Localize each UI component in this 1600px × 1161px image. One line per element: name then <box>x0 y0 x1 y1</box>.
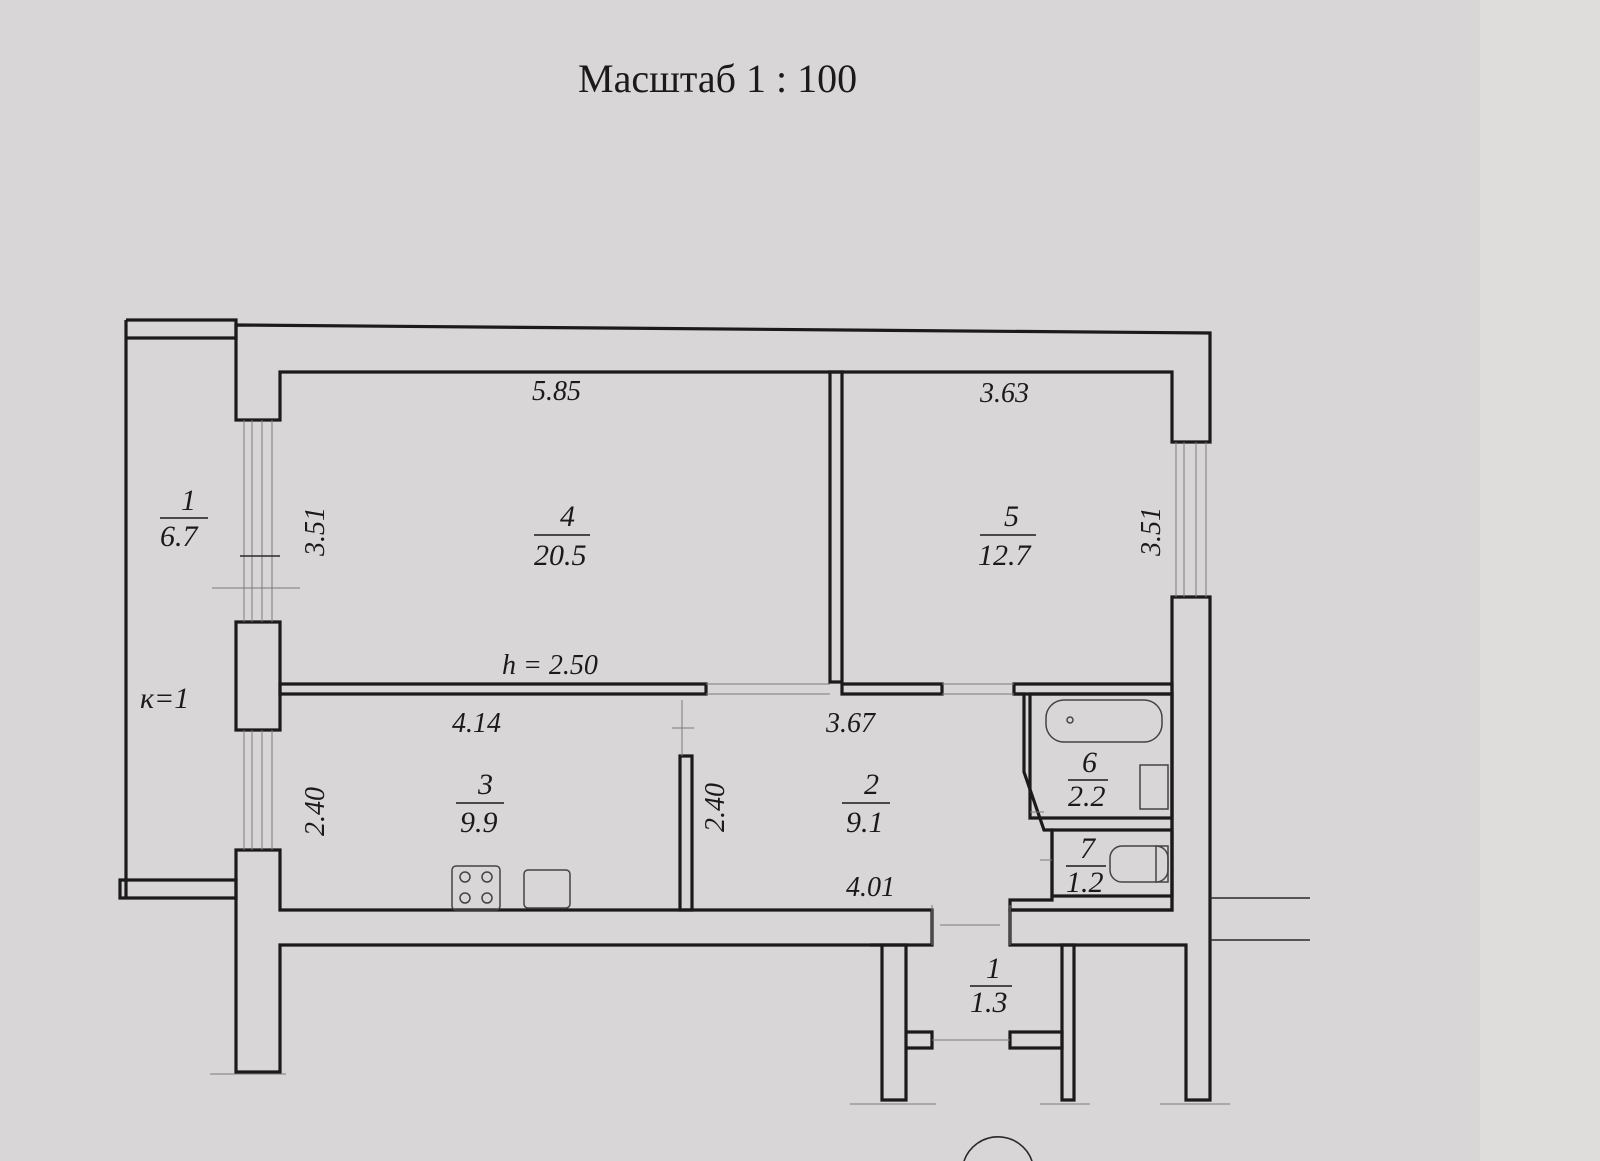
room-number: 6 <box>1082 746 1097 779</box>
dim-corridor-width: 4.01 <box>846 872 895 903</box>
room-label-7: 7 1.2 <box>1066 832 1106 899</box>
room-number: 3 <box>477 768 493 801</box>
stove-burner-icon <box>481 871 493 883</box>
room-area: 9.9 <box>460 806 498 839</box>
kitchen-door-mark <box>672 700 694 756</box>
window-room-5 <box>1175 442 1207 597</box>
room-label-2: 2 9.1 <box>842 768 890 839</box>
dim-hall-depth: 2.40 <box>700 783 731 832</box>
room-area: 2.2 <box>1068 780 1106 813</box>
balcony-coefficient: к=1 <box>140 682 189 715</box>
paper-edge <box>1480 0 1600 1161</box>
room-label-6: 6 2.2 <box>1068 746 1108 813</box>
stove <box>451 865 501 911</box>
circle-mark <box>963 1136 1033 1161</box>
window-room-3 <box>243 730 273 850</box>
scale-title: Масштаб 1 : 100 <box>578 56 857 101</box>
ceiling-height: h = 2.50 <box>502 650 598 681</box>
left-wall-pier <box>234 620 282 732</box>
toilet-tank <box>1155 845 1169 883</box>
dim-room4-depth: 3.51 <box>300 507 331 557</box>
top-wall <box>234 323 1212 444</box>
bath-door-marks <box>1030 811 1052 861</box>
bath-room-6 <box>1028 692 1174 820</box>
partition-3-2 <box>678 754 694 912</box>
stove-burner-icon <box>459 892 471 904</box>
room-area: 6.7 <box>160 520 200 553</box>
room-area: 1.3 <box>970 986 1008 1019</box>
room-number: 1 <box>181 484 196 517</box>
fixtures <box>451 699 1169 911</box>
entry-door-opening <box>931 905 1011 945</box>
room-label-3: 3 9.9 <box>456 768 504 839</box>
openings <box>210 420 1230 1105</box>
bathtub-drain <box>1066 716 1074 724</box>
room-label-vestibule: 1 1.3 <box>970 952 1012 1019</box>
room-number: 4 <box>560 500 575 533</box>
stove-burner-icon <box>481 892 493 904</box>
dim-kitchen-depth: 2.40 <box>300 787 331 836</box>
stove-burner-icon <box>459 871 471 883</box>
room-area: 12.7 <box>978 539 1033 572</box>
right-external-wall <box>1210 897 1310 941</box>
room-area: 20.5 <box>534 539 587 572</box>
toilet-room-7 <box>1050 828 1174 898</box>
sink <box>1139 764 1169 810</box>
dim-room5-depth: 3.51 <box>1136 507 1167 557</box>
room-number: 7 <box>1080 832 1097 865</box>
room-number: 2 <box>864 768 879 801</box>
room-area: 1.2 <box>1066 866 1104 899</box>
vestibule-right-jamb <box>1008 1030 1064 1050</box>
dimension-labels: 5.85 3.63 3.51 3.51 h = 2.50 4.14 3.67 2… <box>300 376 1167 903</box>
room-number: 5 <box>1004 500 1019 533</box>
section-cut-lines <box>210 1073 1230 1105</box>
kitchen-sink <box>523 869 571 909</box>
dim-room5-width: 3.63 <box>979 378 1029 409</box>
room-area: 9.1 <box>846 806 884 839</box>
bathtub <box>1045 699 1163 743</box>
room-number: 1 <box>986 952 1001 985</box>
dim-hall-width: 3.67 <box>825 708 876 739</box>
partition-4-5 <box>828 370 844 684</box>
room-label-balcony: 1 6.7 <box>160 484 208 553</box>
window-room-4 <box>243 420 273 622</box>
room-label-5: 5 12.7 <box>978 500 1036 572</box>
balcony-top-rail <box>126 318 238 340</box>
vestibule-left-wall <box>870 943 908 1102</box>
door-openings <box>706 683 1014 695</box>
dim-kitchen-width: 4.14 <box>452 708 501 739</box>
room-label-4: 4 20.5 <box>534 500 590 572</box>
dim-room4-width: 5.85 <box>532 376 581 407</box>
